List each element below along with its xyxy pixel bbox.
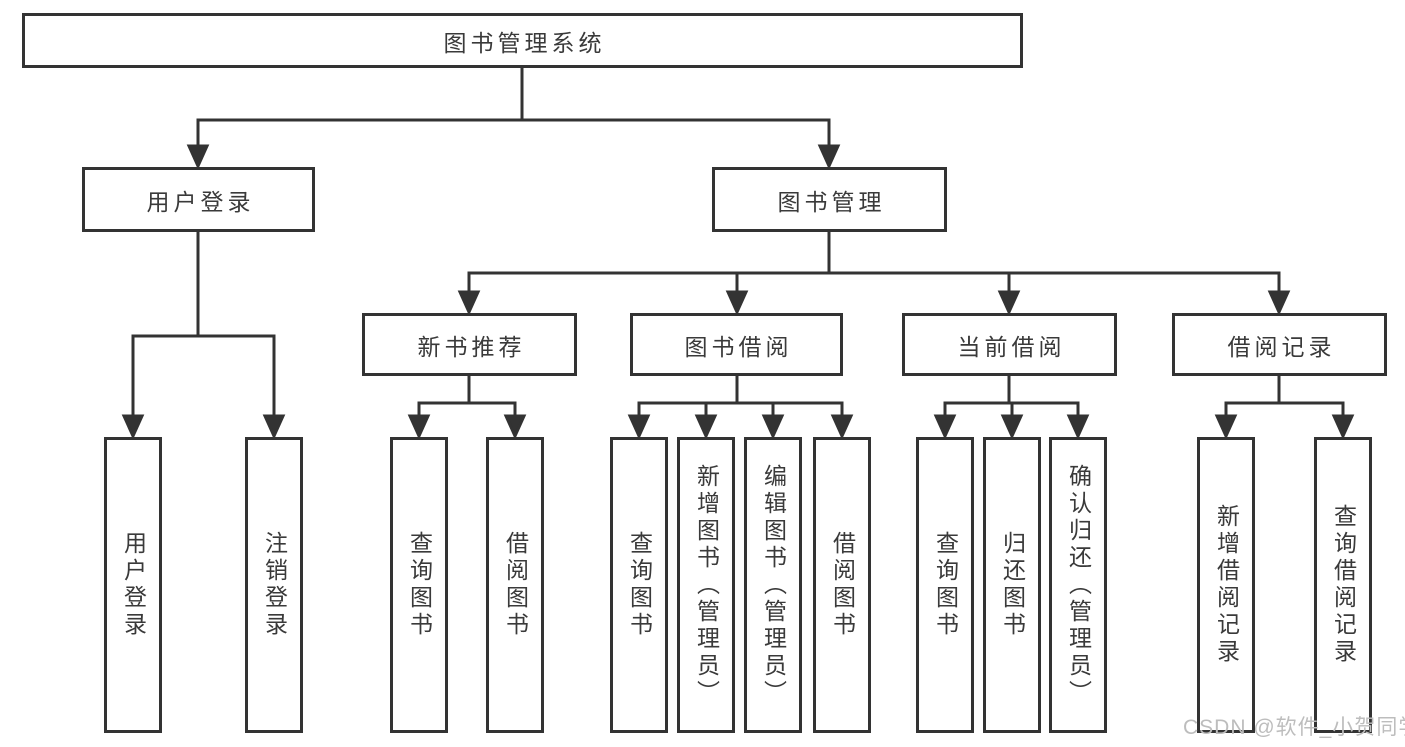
leaf-borrow-query-books: 查询图书 bbox=[610, 437, 668, 733]
leaf-add-books-admin-label: 新增图书（管理员） bbox=[693, 463, 720, 707]
leaf-current-query-books: 查询图书 bbox=[916, 437, 974, 733]
node-root-label: 图书管理系统 bbox=[443, 29, 606, 56]
leaf-user-login: 用户登录 bbox=[104, 437, 162, 733]
leaf-edit-books-admin-label: 编辑图书（管理员） bbox=[760, 463, 787, 707]
leaf-recommend-borrow-books: 借阅图书 bbox=[486, 437, 544, 733]
leaf-borrow-books: 借阅图书 bbox=[813, 437, 871, 733]
leaf-borrow-query-books-label: 查询图书 bbox=[626, 531, 653, 639]
leaf-query-borrow-record-label: 查询借阅记录 bbox=[1330, 504, 1357, 666]
leaf-logout-label: 注销登录 bbox=[261, 531, 288, 639]
node-new-book-recommend-label: 新书推荐 bbox=[417, 333, 526, 360]
leaf-return-books-label: 归还图书 bbox=[999, 531, 1026, 639]
node-book-borrow: 图书借阅 bbox=[630, 313, 843, 376]
csdn-watermark: CSDN @软件_小贺同学 bbox=[1183, 716, 1405, 739]
node-book-borrow-label: 图书借阅 bbox=[684, 333, 793, 360]
node-borrow-records-label: 借阅记录 bbox=[1227, 333, 1336, 360]
leaf-recommend-query-books-label: 查询图书 bbox=[406, 531, 433, 639]
leaf-return-books: 归还图书 bbox=[983, 437, 1041, 733]
node-book-management: 图书管理 bbox=[712, 167, 947, 232]
node-user-login-label: 用户登录 bbox=[146, 188, 255, 215]
leaf-current-query-books-label: 查询图书 bbox=[932, 531, 959, 639]
node-user-login: 用户登录 bbox=[82, 167, 315, 232]
node-current-borrow-label: 当前借阅 bbox=[957, 333, 1066, 360]
node-new-book-recommend: 新书推荐 bbox=[362, 313, 577, 376]
leaf-recommend-borrow-books-label: 借阅图书 bbox=[502, 531, 529, 639]
leaf-add-books-admin: 新增图书（管理员） bbox=[677, 437, 735, 733]
node-current-borrow: 当前借阅 bbox=[902, 313, 1117, 376]
leaf-confirm-return-admin-label: 确认归还（管理员） bbox=[1065, 463, 1092, 707]
leaf-query-borrow-record: 查询借阅记录 bbox=[1314, 437, 1372, 733]
leaf-confirm-return-admin: 确认归还（管理员） bbox=[1049, 437, 1107, 733]
leaf-user-login-label: 用户登录 bbox=[120, 531, 147, 639]
leaf-add-borrow-record: 新增借阅记录 bbox=[1197, 437, 1255, 733]
node-borrow-records: 借阅记录 bbox=[1172, 313, 1387, 376]
leaf-logout: 注销登录 bbox=[245, 437, 303, 733]
leaf-edit-books-admin: 编辑图书（管理员） bbox=[744, 437, 802, 733]
node-book-management-label: 图书管理 bbox=[777, 188, 886, 215]
node-root: 图书管理系统 bbox=[22, 13, 1023, 68]
leaf-borrow-books-label: 借阅图书 bbox=[829, 531, 856, 639]
leaf-recommend-query-books: 查询图书 bbox=[390, 437, 448, 733]
leaf-add-borrow-record-label: 新增借阅记录 bbox=[1213, 504, 1240, 666]
